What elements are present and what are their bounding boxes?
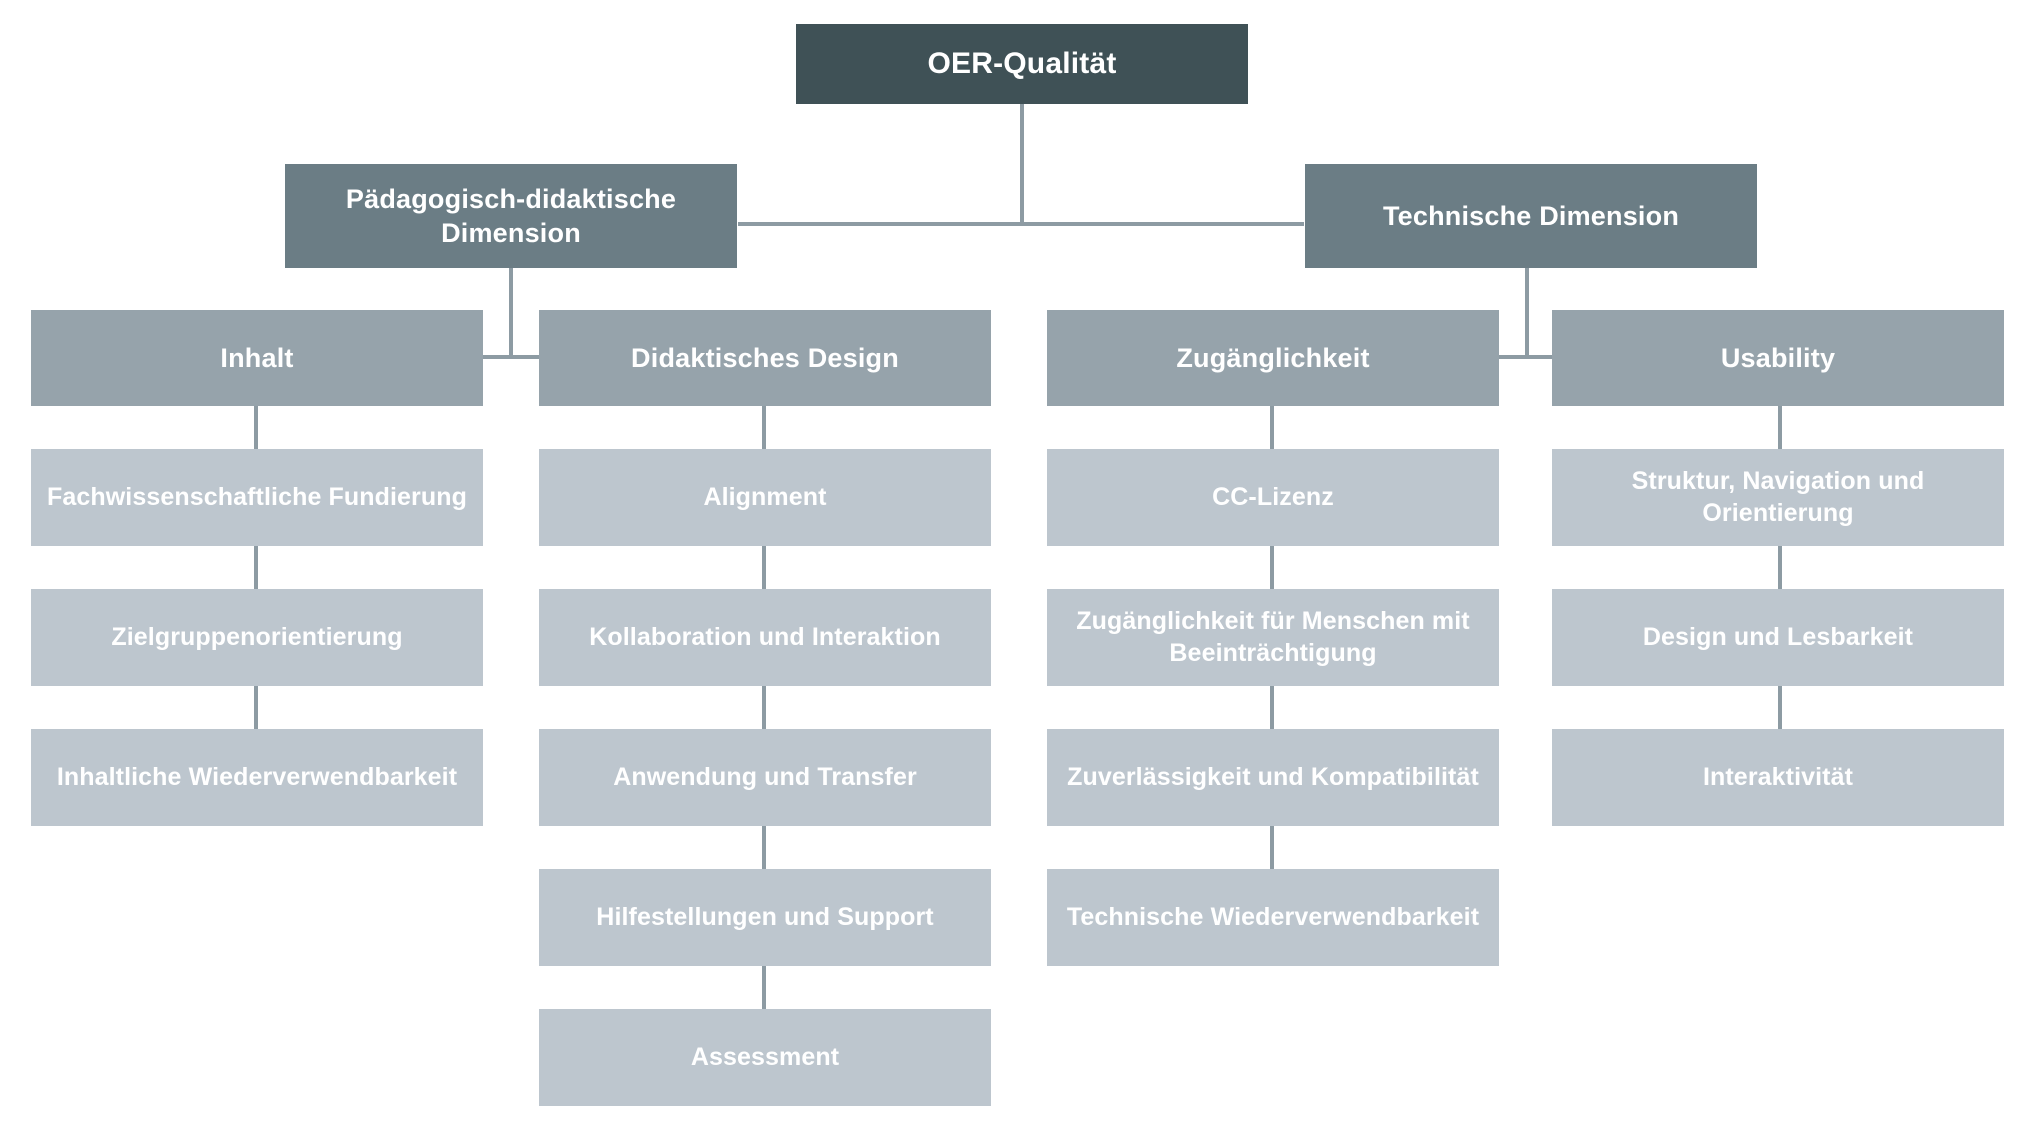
- node-label: Alignment: [703, 482, 827, 511]
- node-criterion-design-und-lesbarkeit[interactable]: Design und Lesbarkeit: [1552, 589, 2004, 686]
- node-criterion-zielgruppenorientierung[interactable]: Zielgruppenorientierung: [31, 589, 483, 686]
- node-label: Technische Wiederverwendbarkeit: [1066, 902, 1480, 931]
- node-label: OER-Qualität: [927, 47, 1117, 81]
- connector-usability-3: [1778, 686, 1782, 729]
- connector-didaktisches-design-5: [762, 966, 766, 1009]
- connector-pedagogical-category-bar: [481, 355, 541, 359]
- connector-didaktisches-design-4: [762, 826, 766, 869]
- node-dimension-technisch[interactable]: Technische Dimension: [1305, 164, 1757, 268]
- connector-inhalt-3: [254, 686, 258, 729]
- connector-didaktisches-design-1: [762, 406, 766, 449]
- connector-technical-vertical: [1525, 207, 1529, 359]
- node-category-inhalt[interactable]: Inhalt: [31, 310, 483, 406]
- node-category-didaktisches-design[interactable]: Didaktisches Design: [539, 310, 991, 406]
- node-label: Anwendung und Transfer: [613, 762, 917, 791]
- connector-didaktisches-design-2: [762, 546, 766, 589]
- node-label: Kollaboration und Interaktion: [589, 622, 941, 651]
- node-label: Zuverlässigkeit und Kompatibilität: [1067, 762, 1479, 791]
- connector-pedagogical-vertical: [509, 268, 513, 359]
- node-label: Didaktisches Design: [631, 342, 899, 373]
- node-root-oer-qualitaet[interactable]: OER-Qualität: [796, 24, 1248, 104]
- node-criterion-zugaenglichkeit-fuer-menschen-mit-beeintraechtigung[interactable]: Zugänglichkeit für Menschen mit Beeinträ…: [1047, 589, 1499, 686]
- node-criterion-kollaboration-und-interaktion[interactable]: Kollaboration und Interaktion: [539, 589, 991, 686]
- connector-root-vertical: [1020, 104, 1024, 224]
- node-label: Zielgruppenorientierung: [111, 622, 403, 651]
- node-label: CC-Lizenz: [1212, 482, 1334, 511]
- node-criterion-struktur-navigation-und-orientierung[interactable]: Struktur, Navigation und Orientierung: [1552, 449, 2004, 546]
- node-label: Usability: [1720, 342, 1836, 373]
- node-category-zugaenglichkeit[interactable]: Zugänglichkeit: [1047, 310, 1499, 406]
- node-label: Inhalt: [220, 342, 294, 373]
- node-criterion-inhaltliche-wiederverwendbarkeit[interactable]: Inhaltliche Wiederverwendbarkeit: [31, 729, 483, 826]
- node-criterion-hilfestellungen-und-support[interactable]: Hilfestellungen und Support: [539, 869, 991, 966]
- node-label: Zugänglichkeit: [1176, 342, 1370, 373]
- node-criterion-assessment[interactable]: Assessment: [539, 1009, 991, 1106]
- node-label: Design und Lesbarkeit: [1642, 622, 1914, 651]
- connector-zugaenglichkeit-3: [1270, 686, 1274, 729]
- connector-usability-1: [1778, 406, 1782, 449]
- connector-didaktisches-design-3: [762, 686, 766, 729]
- node-label: Struktur, Navigation und Orientierung: [1631, 467, 1925, 527]
- node-label: Pädagogisch-didaktische Dimension: [345, 183, 677, 248]
- node-label: Fachwissenschaftliche Fundierung: [47, 482, 467, 511]
- node-dimension-paedagogisch-didaktisch[interactable]: Pädagogisch-didaktische Dimension: [285, 164, 737, 268]
- node-criterion-alignment[interactable]: Alignment: [539, 449, 991, 546]
- connector-zugaenglichkeit-1: [1270, 406, 1274, 449]
- node-label: Inhaltliche Wiederverwendbarkeit: [56, 762, 458, 791]
- node-criterion-anwendung-und-transfer[interactable]: Anwendung und Transfer: [539, 729, 991, 826]
- node-label: Zugänglichkeit für Menschen mit Beeinträ…: [1076, 607, 1470, 667]
- node-criterion-zuverlaessigkeit-und-kompatibilitaet[interactable]: Zuverlässigkeit und Kompatibilität: [1047, 729, 1499, 826]
- connector-usability-2: [1778, 546, 1782, 589]
- node-criterion-cc-lizenz[interactable]: CC-Lizenz: [1047, 449, 1499, 546]
- node-label: Assessment: [690, 1042, 840, 1071]
- node-label: Interaktivität: [1702, 762, 1854, 791]
- node-category-usability[interactable]: Usability: [1552, 310, 2004, 406]
- node-criterion-fachwissenschaftliche-fundierung[interactable]: Fachwissenschaftliche Fundierung: [31, 449, 483, 546]
- connector-technical-category-bar: [1497, 355, 1557, 359]
- node-criterion-technische-wiederverwendbarkeit[interactable]: Technische Wiederverwendbarkeit: [1047, 869, 1499, 966]
- node-label: Technische Dimension: [1382, 200, 1680, 231]
- connector-inhalt-2: [254, 546, 258, 589]
- node-criterion-interaktivitaet[interactable]: Interaktivität: [1552, 729, 2004, 826]
- connector-zugaenglichkeit-4: [1270, 826, 1274, 869]
- connector-dimension-bar: [738, 222, 1304, 226]
- connector-inhalt-1: [254, 406, 258, 449]
- node-label: Hilfestellungen und Support: [596, 902, 934, 931]
- connector-zugaenglichkeit-2: [1270, 546, 1274, 589]
